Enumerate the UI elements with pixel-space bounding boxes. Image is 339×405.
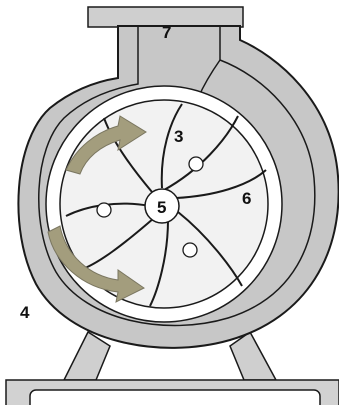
- label-outlet: 7: [162, 23, 171, 42]
- label-eye: 5: [157, 198, 166, 217]
- label-casing: 4: [20, 303, 30, 322]
- label-impeller-vane: 3: [174, 127, 183, 146]
- label-blade-passage: 6: [242, 189, 251, 208]
